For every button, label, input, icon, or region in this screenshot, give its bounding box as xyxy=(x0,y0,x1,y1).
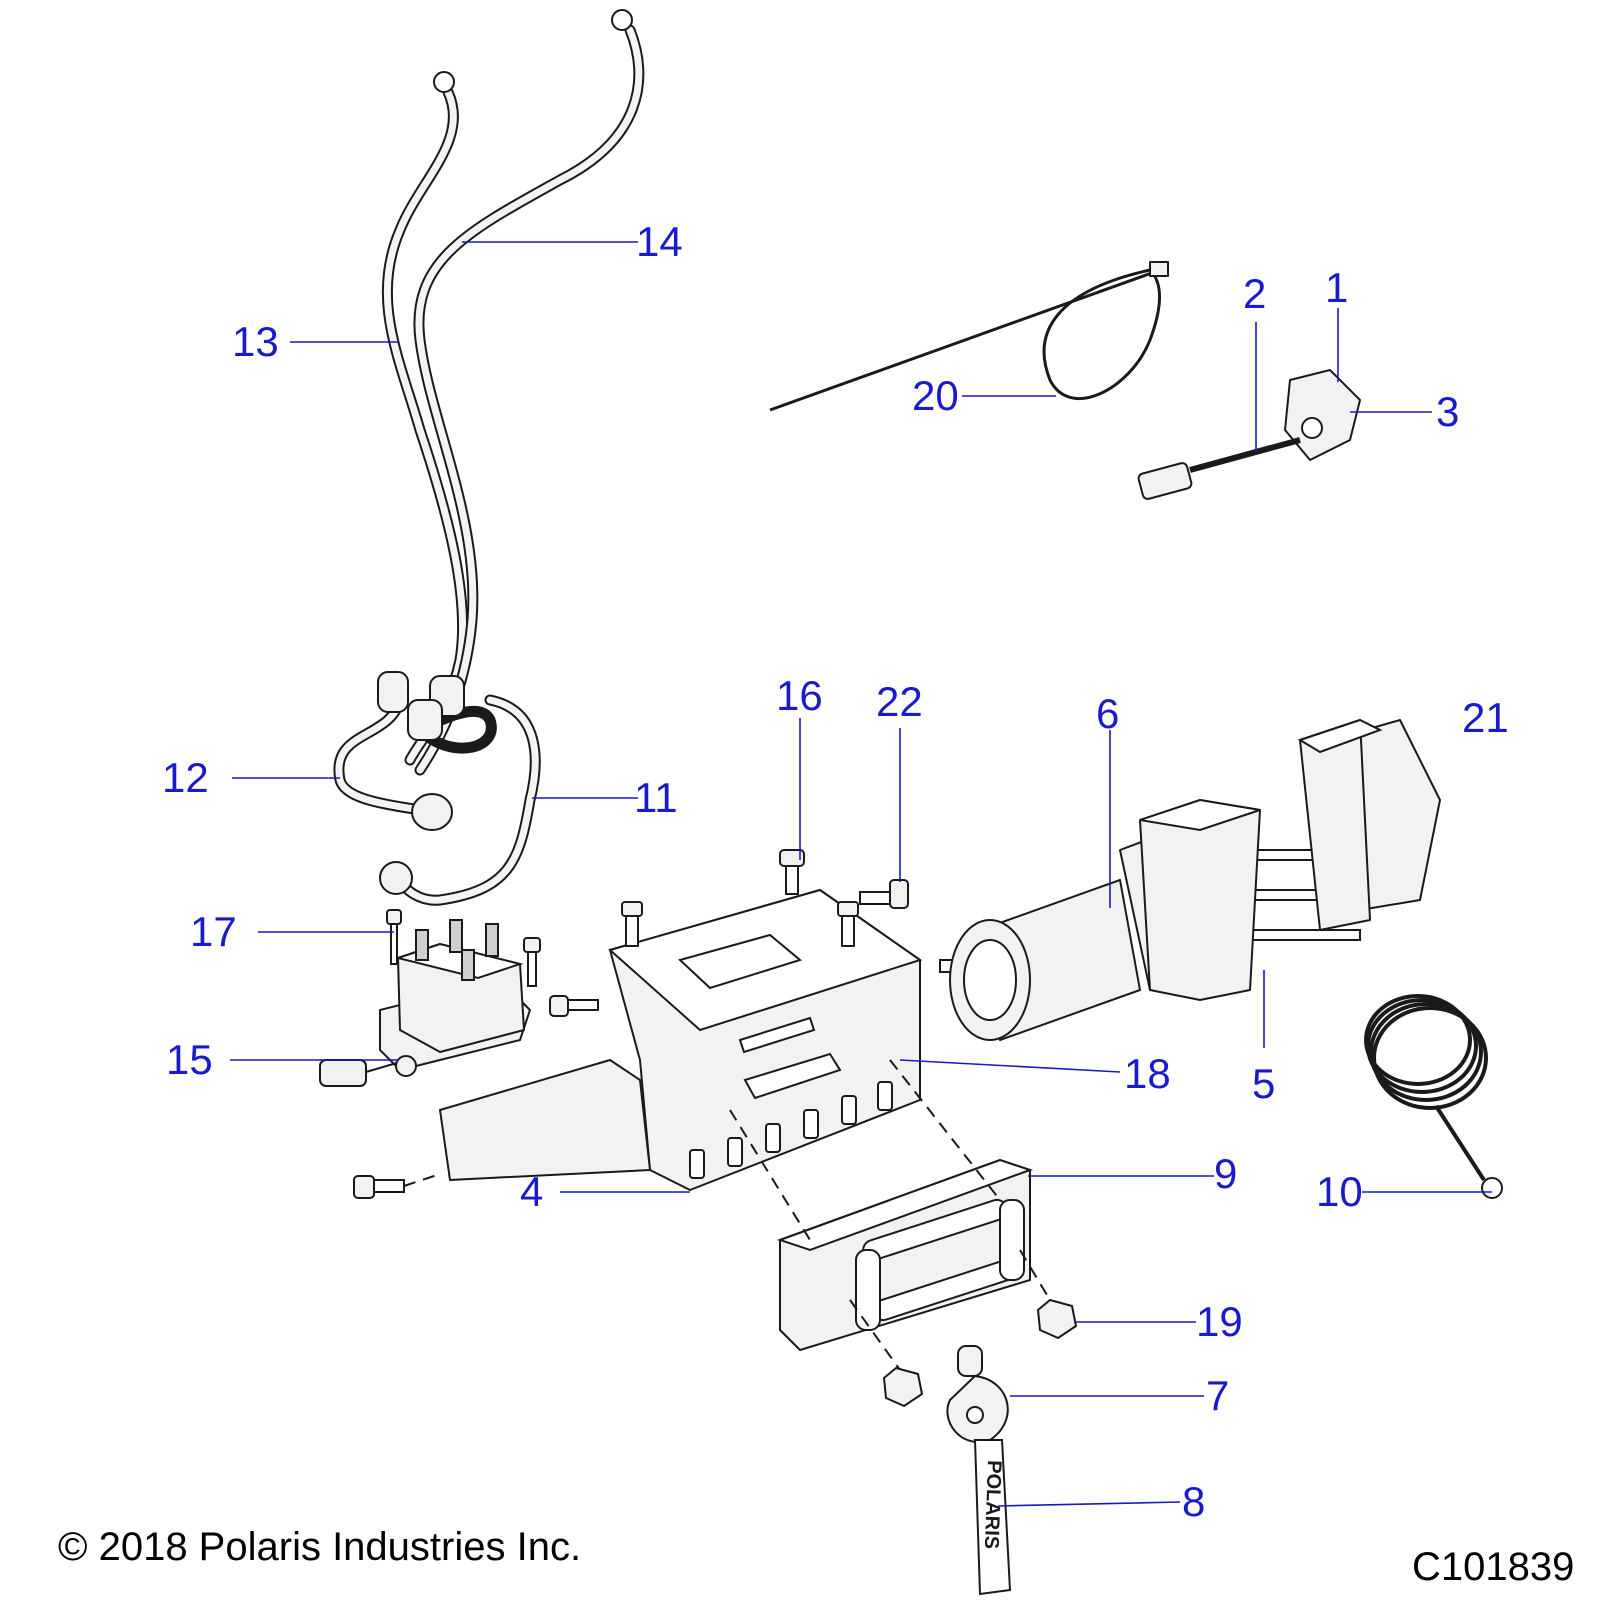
callout-9: 9 xyxy=(1214,1150,1237,1197)
solenoid-cable-12 xyxy=(333,671,453,831)
copyright-notice: © 2018 Polaris Industries Inc. xyxy=(58,1525,581,1569)
bolt-16 xyxy=(779,849,805,895)
callout-21: 21 xyxy=(1462,694,1509,741)
winch-assembly-6 xyxy=(949,718,1441,1041)
bolt-17 xyxy=(386,909,402,965)
winch-switch-1 xyxy=(1284,369,1361,461)
callout-20: 20 xyxy=(912,372,959,419)
bolt-4-left xyxy=(353,1173,441,1199)
leader-lines xyxy=(230,241,1492,1507)
callout-2: 2 xyxy=(1243,270,1266,317)
dash-line-left xyxy=(729,1109,811,1241)
callout-12: 12 xyxy=(162,754,209,801)
callout-10: 10 xyxy=(1316,1168,1363,1215)
switch-harness-2 xyxy=(1137,437,1301,500)
callout-18: 18 xyxy=(1124,1050,1171,1097)
roller-fairlead-9 xyxy=(776,1158,1034,1351)
bolt-22 xyxy=(859,879,909,909)
callout-19: 19 xyxy=(1196,1298,1243,1345)
dash-line-nut-left xyxy=(849,1299,901,1371)
callout-4: 4 xyxy=(520,1168,543,1215)
battery-cable-14 xyxy=(413,9,645,776)
callout-13: 13 xyxy=(232,318,279,365)
callout-8: 8 xyxy=(1182,1478,1205,1525)
callout-3: 3 xyxy=(1436,388,1459,435)
hook-strap-8: POLARIS xyxy=(973,1439,1012,1596)
dash-line-right xyxy=(889,1059,1001,1201)
callout-6: 6 xyxy=(1096,690,1119,737)
mount-plate-slots xyxy=(689,1081,893,1179)
solenoid-cable-11 xyxy=(379,675,541,906)
callout-22: 22 xyxy=(876,678,923,725)
callout-1: 1 xyxy=(1325,264,1348,311)
dash-line-nut-right xyxy=(1019,1249,1051,1301)
strap-brand-text: POLARIS xyxy=(980,1460,1005,1550)
callout-16: 16 xyxy=(776,672,823,719)
bolt-solenoid-right xyxy=(523,937,541,987)
winch-rope-10 xyxy=(1364,994,1503,1199)
contactor-solenoid-15 xyxy=(319,919,531,1087)
bolt-plate-right xyxy=(837,901,859,947)
callout-labels: 1 2 3 4 5 6 7 8 9 10 11 12 13 14 15 16 1… xyxy=(162,218,1509,1525)
bolt-plate-left xyxy=(621,901,643,947)
flange-nut-19 xyxy=(1037,1299,1077,1339)
battery-cable-13 xyxy=(381,71,469,766)
bolt-solenoid-side xyxy=(549,995,599,1017)
cable-tie-20 xyxy=(769,261,1169,412)
callout-17: 17 xyxy=(190,908,237,955)
callout-15: 15 xyxy=(166,1036,213,1083)
callout-14: 14 xyxy=(636,218,683,265)
flange-nut-left xyxy=(883,1367,923,1407)
callout-5: 5 xyxy=(1252,1060,1275,1107)
drawing-id: C101839 xyxy=(1412,1545,1574,1589)
callout-11: 11 xyxy=(634,774,678,821)
callout-7: 7 xyxy=(1206,1372,1229,1419)
winch-hook-7 xyxy=(946,1345,1009,1443)
